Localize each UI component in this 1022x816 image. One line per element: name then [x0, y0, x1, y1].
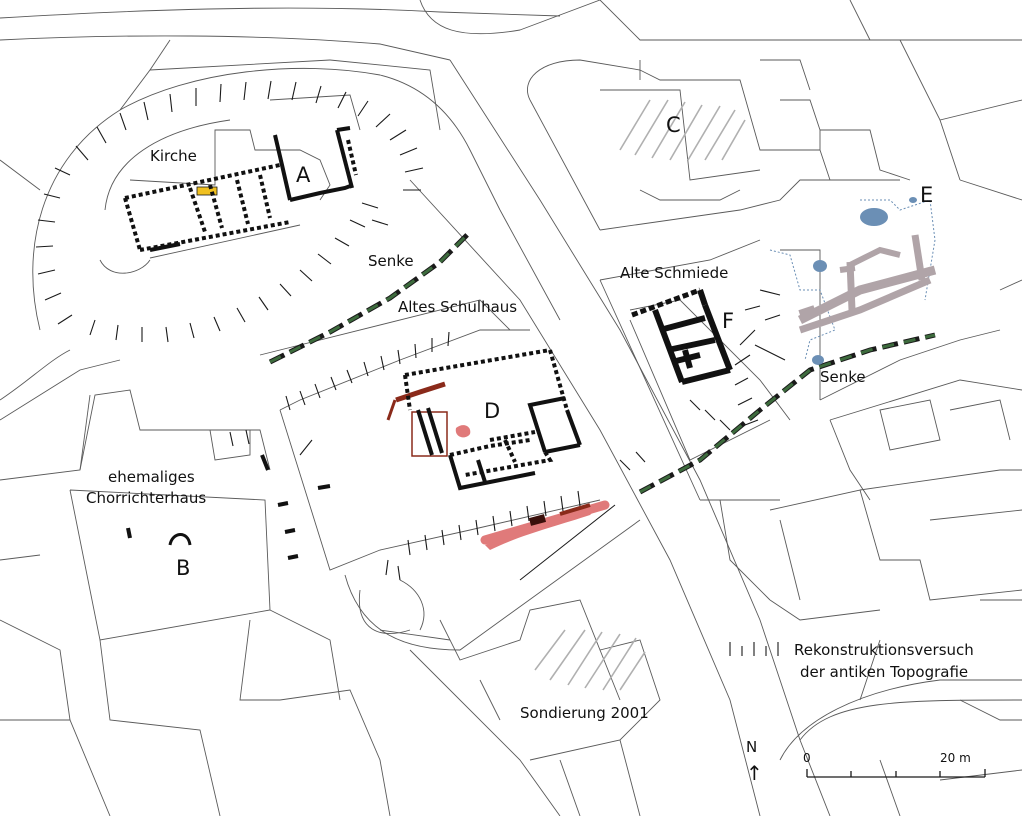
label-senke-top: Senke — [368, 252, 414, 270]
letter-c: C — [666, 113, 681, 137]
walls-building-a — [123, 126, 358, 252]
letter-e: E — [920, 183, 933, 207]
scale-bar-line — [806, 769, 986, 778]
label-kirche: Kirche — [150, 147, 197, 165]
senke-lines-color — [269, 230, 936, 494]
legend-symbol-ticks — [729, 642, 779, 656]
red-features — [196, 186, 616, 581]
north-letter: N — [746, 738, 757, 756]
red-pit — [455, 425, 471, 438]
walls-building-f — [631, 287, 733, 385]
letter-a: A — [296, 163, 311, 187]
label-altes-schulhaus: Altes Schulhaus — [398, 298, 517, 316]
topography-ticks — [35, 80, 786, 581]
senke-lines — [268, 230, 936, 495]
letter-b: B — [176, 556, 190, 580]
legend-text-line2: der antiken Topografie — [800, 663, 968, 681]
hatch-area-sondierung — [534, 629, 646, 691]
yellow-feature — [196, 186, 218, 196]
place-labels: Kirche Senke Altes Schulhaus Alte Schmie… — [86, 147, 866, 722]
scale-start-label: 0 — [803, 751, 811, 765]
label-senke-right: Senke — [820, 368, 866, 386]
building-letters: A B C D E F — [176, 113, 933, 580]
north-arrow: N ↑ — [746, 738, 763, 785]
blue-pit-tiny — [909, 197, 917, 203]
blue-pit-senke — [812, 355, 824, 365]
scale-end-label: 20 m — [940, 751, 971, 765]
walls-building-b — [126, 454, 331, 560]
walls-building-d — [403, 348, 582, 491]
scale-bar: 0 20 m — [803, 751, 986, 778]
letter-f: F — [722, 309, 734, 333]
label-chorrichterhaus-line2: Chorrichterhaus — [86, 489, 206, 507]
legend-text-line1: Rekonstruktionsversuch — [794, 641, 974, 659]
feature-e — [769, 197, 937, 365]
dark-red-wall — [395, 381, 446, 403]
label-alte-schmiede: Alte Schmiede — [620, 264, 728, 282]
hatch-area-c — [619, 99, 746, 161]
label-sondierung: Sondierung 2001 — [520, 704, 649, 722]
walls — [123, 126, 733, 560]
blue-pit-small — [813, 260, 827, 272]
label-chorrichterhaus-line1: ehemaliges — [108, 468, 195, 486]
legend: Rekonstruktionsversuch der antiken Topog… — [729, 641, 974, 681]
letter-d: D — [484, 399, 500, 423]
north-arrow-icon: ↑ — [746, 761, 763, 785]
hatched-areas — [534, 99, 746, 691]
blue-pit-large — [860, 208, 888, 226]
